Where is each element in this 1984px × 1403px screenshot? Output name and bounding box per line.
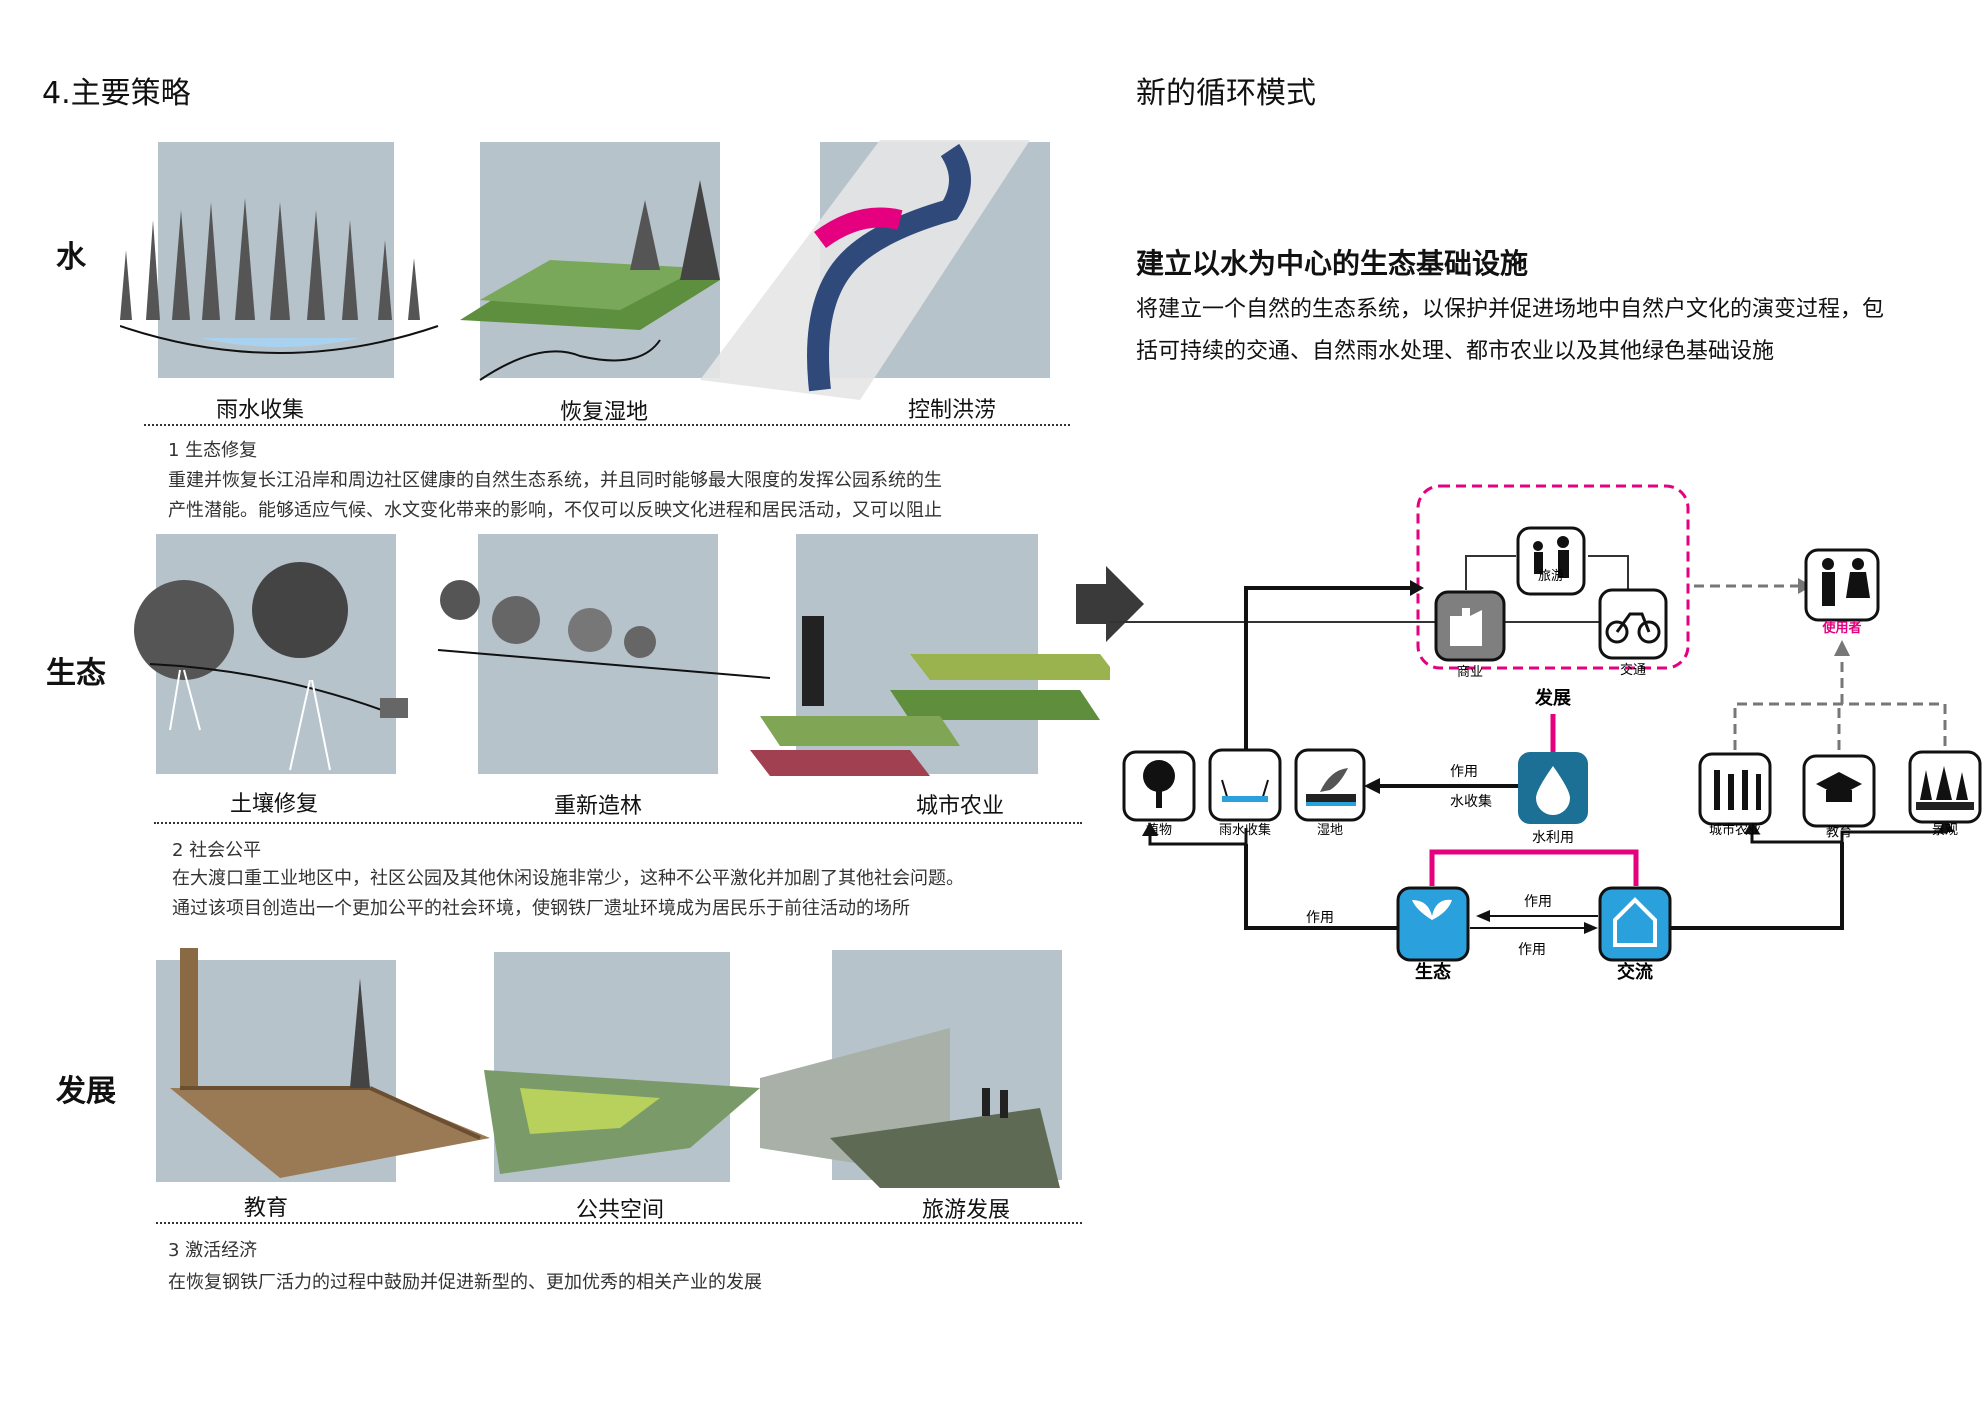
edge-label-use-bottom: 作用 [1518,942,1546,958]
reforestation-panel [478,534,718,774]
section-heading-1: 1 生态修复 [168,440,258,461]
user-label: 使用者 [1821,620,1861,636]
left-title: 4.主要策略 [42,76,191,111]
landscape-icon [1908,750,1982,824]
wetland-icon [1294,748,1366,822]
cycle-diagram: 旅游 商业 交通 发展 使用者 水利用 作用 水收集 植物 [1110,484,1982,983]
row-ecology-illustrations [134,534,1110,776]
caption-flood-control: 控制洪涝 [907,398,996,423]
sprout-icon [1396,886,1470,962]
landscape-label: 景观 [1932,823,1958,838]
row-water-illustrations [120,140,1050,400]
caption-reforestation: 重新造林 [553,794,642,819]
caption-education: 教育 [243,1196,288,1221]
section-heading-2: 2 社会公平 [172,840,262,861]
edge-label-use-top: 作用 [1524,894,1552,910]
caption-tourism: 旅游发展 [921,1198,1010,1223]
water-use-label: 水利用 [1532,830,1574,846]
caption-public-space: 公共空间 [575,1198,664,1223]
section-1-line-1: 重建并恢复长江沿岸和周边社区健康的自然生态系统，并且同时能够最大限度的发挥公园系… [168,470,942,491]
rain-collection-icon [1208,748,1282,822]
edge-label-collect: 水收集 [1450,793,1492,810]
transport-label: 交通 [1620,662,1646,678]
row-development-illustrations [156,948,1062,1188]
right-para-line-1: 将建立一个自然的生态系统，以保护并促进场地中自然户文化的演变过程，包 [1136,297,1885,322]
wetland-panel [480,142,720,378]
bicycle-icon [1598,588,1668,660]
arrow-right-icon [1076,566,1144,642]
caption-urban-agriculture: 城市农业 [915,794,1004,819]
row-label-development: 发展 [56,1074,116,1109]
commerce-icon [1434,590,1506,662]
section-1-line-2: 产性潜能。能够适应气候、水文变化带来的影响，不仅可以反映文化进程和居民活动，又可… [168,500,942,521]
urban-farm-icon [1698,752,1772,826]
urban-farm-label: 城市农业 [1709,822,1761,838]
section-heading-3: 3 激活经济 [168,1240,258,1261]
row-label-water: 水 [56,240,86,275]
section-3-line-1: 在恢复钢铁厂活力的过程中鼓励并促进新型的、更加优秀的相关产业的发展 [168,1272,762,1293]
section-2-line-2: 通过该项目创造出一个更加公平的社会环境，使钢铁厂遗址环境成为居民乐于前往活动的场… [172,898,910,919]
caption-soil-repair: 土壤修复 [229,792,318,817]
graduation-cap-icon [1802,754,1876,828]
divider [154,822,1082,824]
divider [144,424,1070,426]
user-icon [1804,548,1880,622]
tourism-label: 旅游 [1538,569,1564,584]
ecology-label: 生态 [1415,961,1451,983]
divider [156,1222,1082,1224]
right-heading: 建立以水为中心的生态基础设施 [1136,247,1529,280]
edge-label-use-left: 作用 [1306,910,1334,926]
right-title: 新的循环模式 [1136,76,1316,111]
development-label: 发展 [1534,687,1572,709]
edge-label-use: 作用 [1450,764,1478,780]
section-2-line-1: 在大渡口重工业地区中，社区公园及其他休闲设施非常少，这种不公平激化并加剧了其他社… [172,868,964,889]
wetland-label: 湿地 [1317,823,1343,838]
right-para-line-2: 括可持续的交通、自然雨水处理、都市农业以及其他绿色基础设施 [1136,339,1775,364]
commerce-label: 商业 [1457,665,1483,680]
exchange-label: 交流 [1617,961,1653,983]
plant-icon [1122,750,1196,822]
house-icon [1598,886,1672,962]
caption-wetland: 恢复湿地 [559,400,648,425]
tree-row-icons [120,198,420,320]
caption-rain-collection: 雨水收集 [215,398,304,423]
education-label: 教育 [1826,824,1852,840]
tourism-icon [1516,526,1586,596]
row-label-ecology: 生态 [46,656,106,691]
water-drop-icon [1518,752,1588,824]
development-group-box [1416,484,1690,670]
